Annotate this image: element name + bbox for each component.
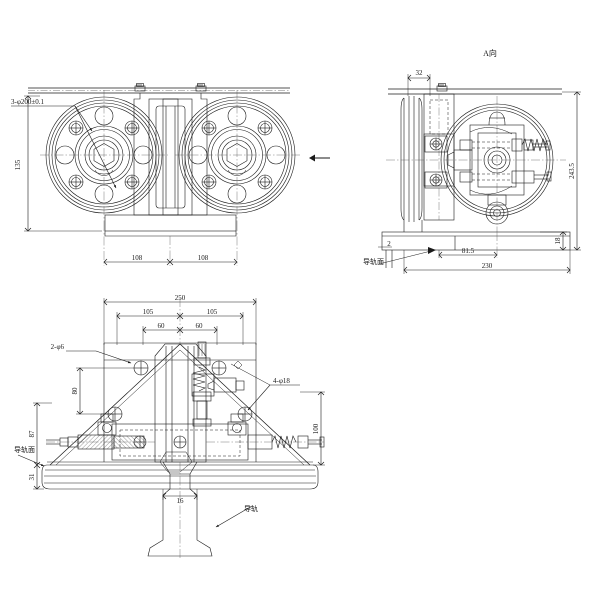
label-side-rail-surface: 导轨面 [363,257,384,266]
side-spring-upper [459,138,551,152]
label-front-offset-right: 108 [198,254,209,262]
callout-bore-spec [11,105,117,189]
side-base-plate [381,220,571,251]
side-spring-lower [459,170,552,184]
label-plan-rail-web: 16 [177,497,185,505]
front-wheel-right [175,90,302,222]
callout-plan-rail-surface [17,454,45,467]
dim-side-clearance [378,246,436,268]
side-body [386,93,566,232]
dim-front-height [24,95,102,232]
dim-side-top-width [407,74,431,96]
dim-plan-rail-web [162,489,198,500]
side-view-title: A向 [483,48,497,58]
side-left-bolts [424,135,448,189]
dim-side-inner-width [438,232,498,259]
callout-small-holes [66,350,132,364]
label-front-offset-left: 108 [132,254,143,262]
label-bore-spec: 3-φ200±0.1 [11,98,44,106]
plan-center-body [111,343,249,473]
plan-small-hole [233,360,243,370]
label-plan-half-left: 105 [143,308,154,316]
plan-spring-left [46,413,155,450]
label-plan-body-height: 87 [28,430,36,438]
view-arrow-a [309,154,330,162]
label-plan-mount-holes: 4-φ18 [273,377,290,385]
dim-plan-inner [142,298,218,345]
wheel-right-bolts [201,120,273,190]
front-wheel-left [40,90,168,222]
label-plan-inner-right: 60 [196,322,204,330]
label-plan-inner-left: 60 [158,322,166,330]
front-top-beam [28,83,290,94]
label-plan-hole-height: 80 [71,387,79,395]
label-front-height: 135 [14,159,22,170]
label-plan-rail-surface: 导轨面 [14,445,35,454]
dim-plan-base-height [33,464,44,490]
label-side-base-thickness: 18 [554,237,562,245]
label-plan-right-height: 100 [312,423,320,434]
side-wheel-profile [400,96,423,222]
label-plan-half-right: 105 [207,308,218,316]
label-side-clearance: 2 [387,240,391,248]
plan-rail-section [147,461,213,560]
label-side-overall-height: 243.5 [568,163,576,179]
wheel-left-bolts [68,120,140,190]
label-plan-small-holes: 2-φ6 [51,343,65,351]
plan-view [17,298,325,560]
plan-spring-right [206,413,325,450]
front-center-housing [104,93,237,237]
label-side-overall-width: 230 [482,262,493,270]
label-plan-rail: 导轨 [244,504,258,513]
side-top-beam [388,83,562,95]
label-plan-overall-length: 250 [175,294,186,302]
dim-side-overall-width [403,250,571,274]
callout-mount-holes [230,363,300,411]
callout-plan-rail [215,505,253,528]
label-plan-base-height: 31 [28,473,36,481]
dim-plan-right-height [300,391,325,466]
dim-side-base-thickness [540,231,567,251]
plan-nut-block [207,377,245,393]
dim-front-wheel-offsets [103,222,238,266]
side-view [378,74,581,274]
dim-side-overall-height [562,91,581,251]
dim-plan-hole-height [76,367,134,415]
label-side-top-width: 32 [416,69,424,77]
front-view [11,83,330,266]
label-side-inner-width: 81.5 [462,247,475,255]
